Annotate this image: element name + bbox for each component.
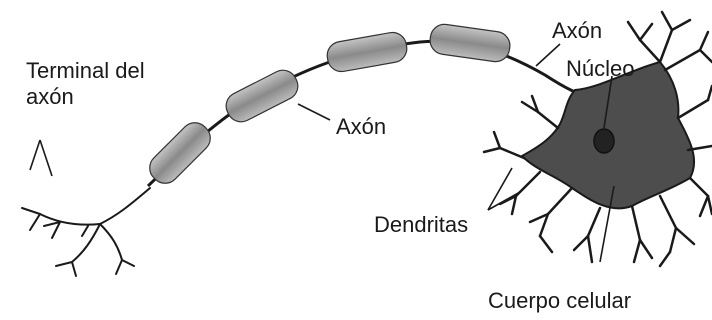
axon-terminal-label-line2: axón: [26, 84, 145, 110]
axon-middle-label: Axón: [336, 116, 386, 138]
axon-terminal-branches: [22, 188, 150, 276]
axon-top-label: Axón: [552, 20, 602, 42]
dendrites-label: Dendritas: [374, 214, 468, 236]
cell-body-label: Cuerpo celular: [488, 290, 631, 312]
myelin-sheaths: [144, 23, 512, 189]
nucleus: [594, 129, 614, 153]
axon-terminal-label: Terminal del axón: [26, 58, 145, 110]
axon-terminal-label-line1: Terminal del: [26, 58, 145, 84]
nucleus-label: Núcleo: [566, 58, 634, 80]
